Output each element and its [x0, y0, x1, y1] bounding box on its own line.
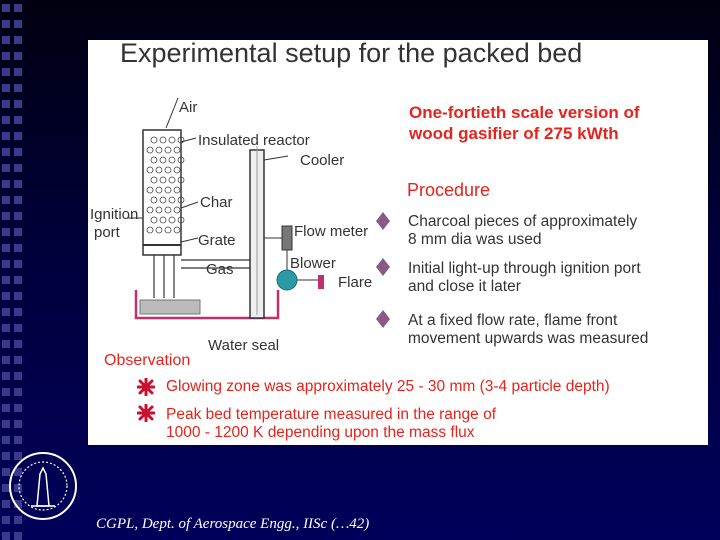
- char-pellet: [164, 146, 172, 154]
- char-pellet: [164, 166, 172, 174]
- observation-item-2-line-1: Peak bed temperature measured in the ran…: [166, 406, 497, 423]
- char-pellet: [168, 136, 176, 144]
- char-pellet: [177, 196, 185, 204]
- apparatus-diagram: Air Insulated reactor Cooler Char Igniti…: [90, 97, 372, 354]
- asterisk-bullet-icon: [137, 378, 155, 396]
- slide-title: Experimental setup for the packed bed: [120, 38, 583, 68]
- char-pellet: [159, 156, 167, 164]
- char-pellet: [164, 186, 172, 194]
- insulated-reactor-label: Insulated reactor: [198, 132, 310, 149]
- observation-item-1-line-1: Glowing zone was approximately 25 - 30 m…: [166, 378, 610, 395]
- ignition-port-label: port: [94, 224, 121, 241]
- procedure-item-1-line-1: Charcoal pieces of approximately: [408, 213, 638, 230]
- char-pellet: [155, 206, 163, 214]
- grate-label: Grate: [198, 232, 236, 249]
- char-pellet: [168, 156, 176, 164]
- char-pellet: [150, 176, 158, 184]
- cooler-label: Cooler: [300, 152, 344, 169]
- char-pellet: [150, 156, 158, 164]
- char-pellet: [177, 216, 185, 224]
- char-pellet: [150, 136, 158, 144]
- char-pellet: [155, 186, 163, 194]
- headline: One-fortieth scale version of wood gasif…: [409, 102, 640, 144]
- char-pellet: [173, 146, 181, 154]
- char-pellet: [173, 226, 181, 234]
- char-pellet: [146, 206, 154, 214]
- footer-text: CGPL, Dept. of Aerospace Engg., IISc (…4…: [96, 516, 370, 532]
- char-pellet: [164, 226, 172, 234]
- diamond-bullet-icon: [376, 258, 390, 276]
- observation-item-2-line-2: 1000 - 1200 K depending upon the mass fl…: [166, 424, 475, 441]
- char-pellet: [155, 226, 163, 234]
- char-pellet: [150, 216, 158, 224]
- asterisk-bullet-icon: [137, 404, 155, 422]
- char-pellet: [173, 166, 181, 174]
- char-pellet: [173, 206, 181, 214]
- water-seal-trough: [134, 290, 280, 320]
- char-pellet: [164, 206, 172, 214]
- char-pellet: [150, 196, 158, 204]
- water-seal-fill: [139, 299, 201, 315]
- char-pellet: [177, 136, 185, 144]
- procedure-item-3-line-1: At a fixed flow rate, flame front: [408, 312, 618, 329]
- air-arrow: [165, 97, 179, 129]
- char-pellet: [168, 196, 176, 204]
- char-label: Char: [200, 194, 233, 211]
- char-pellet: [146, 186, 154, 194]
- char-pellet: [146, 166, 154, 174]
- flare-outlet: [318, 275, 324, 289]
- procedure-item-3: At a fixed flow rate, flame front moveme…: [408, 312, 648, 348]
- procedure-item-1-line-2: 8 mm dia was used: [408, 231, 542, 248]
- flow-meter-label: Flow meter: [294, 223, 368, 240]
- procedure-item-1: Charcoal pieces of approximately 8 mm di…: [408, 213, 637, 249]
- char-pellet: [155, 146, 163, 154]
- flow-meter: [281, 225, 293, 251]
- procedure-item-2-line-1: Initial light-up through ignition port: [408, 260, 641, 277]
- ignition-label: Ignition: [90, 206, 138, 223]
- air-label: Air: [179, 99, 197, 116]
- diamond-bullet-icon: [376, 310, 390, 328]
- blower-label: Blower: [290, 255, 336, 272]
- char-pellet: [168, 216, 176, 224]
- blower-symbol: [276, 269, 298, 291]
- slide-content-panel: [88, 40, 708, 445]
- procedure-heading: Procedure: [407, 180, 491, 200]
- char-pellet: [146, 226, 154, 234]
- iisc-logo-icon: [9, 452, 77, 520]
- observation-item-1: Glowing zone was approximately 25 - 30 m…: [166, 378, 610, 396]
- char-pellet: [177, 176, 185, 184]
- water-seal-label: Water seal: [208, 337, 279, 354]
- observation-heading: Observation: [104, 352, 191, 369]
- procedure-item-3-line-2: movement upwards was measured: [408, 330, 649, 347]
- char-pellet: [159, 196, 167, 204]
- headline-line-1: One-fortieth scale version of: [409, 103, 640, 122]
- gas-label: Gas: [206, 261, 234, 278]
- observation-item-2: Peak bed temperature measured in the ran…: [166, 406, 496, 442]
- char-pellet: [173, 186, 181, 194]
- char-pellet: [159, 136, 167, 144]
- char-pellet: [146, 146, 154, 154]
- char-pellet: [159, 216, 167, 224]
- char-pellets: [146, 136, 185, 234]
- headline-line-2: wood gasifier of 275 kWth: [409, 124, 619, 143]
- flare-label: Flare: [338, 274, 372, 291]
- char-pellet: [177, 156, 185, 164]
- procedure-item-2-line-2: and close it later: [408, 278, 521, 295]
- diamond-bullet-icon: [376, 212, 390, 230]
- dotted-strip-decoration: [2, 4, 22, 540]
- char-pellet: [155, 166, 163, 174]
- char-pellet: [159, 176, 167, 184]
- char-pellet: [168, 176, 176, 184]
- procedure-item-2: Initial light-up through ignition port a…: [408, 260, 641, 296]
